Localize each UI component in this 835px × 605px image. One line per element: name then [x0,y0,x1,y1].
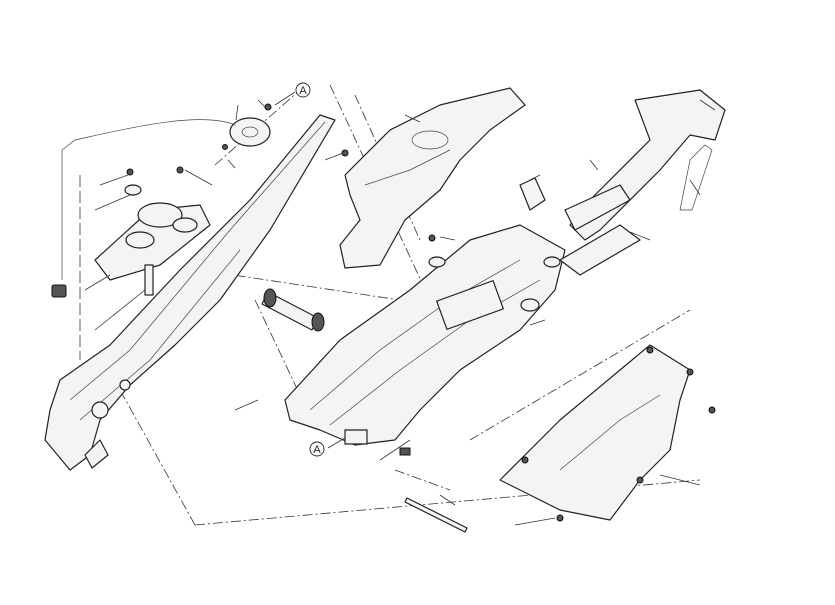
rubber-damper [261,288,325,332]
reference-label: A [313,444,321,456]
pin-rod [404,497,468,533]
grab-handle [519,89,726,276]
reference-label: A [299,85,307,97]
reference-mark-a-bottom: A [309,437,346,457]
leader-lines [84,99,716,526]
reference-mark-a-top: A [274,82,311,106]
sensor-assembly [51,103,272,298]
rear-frame-main [284,224,566,456]
rear-subframe-left [44,114,336,471]
lower-cover [499,344,716,522]
